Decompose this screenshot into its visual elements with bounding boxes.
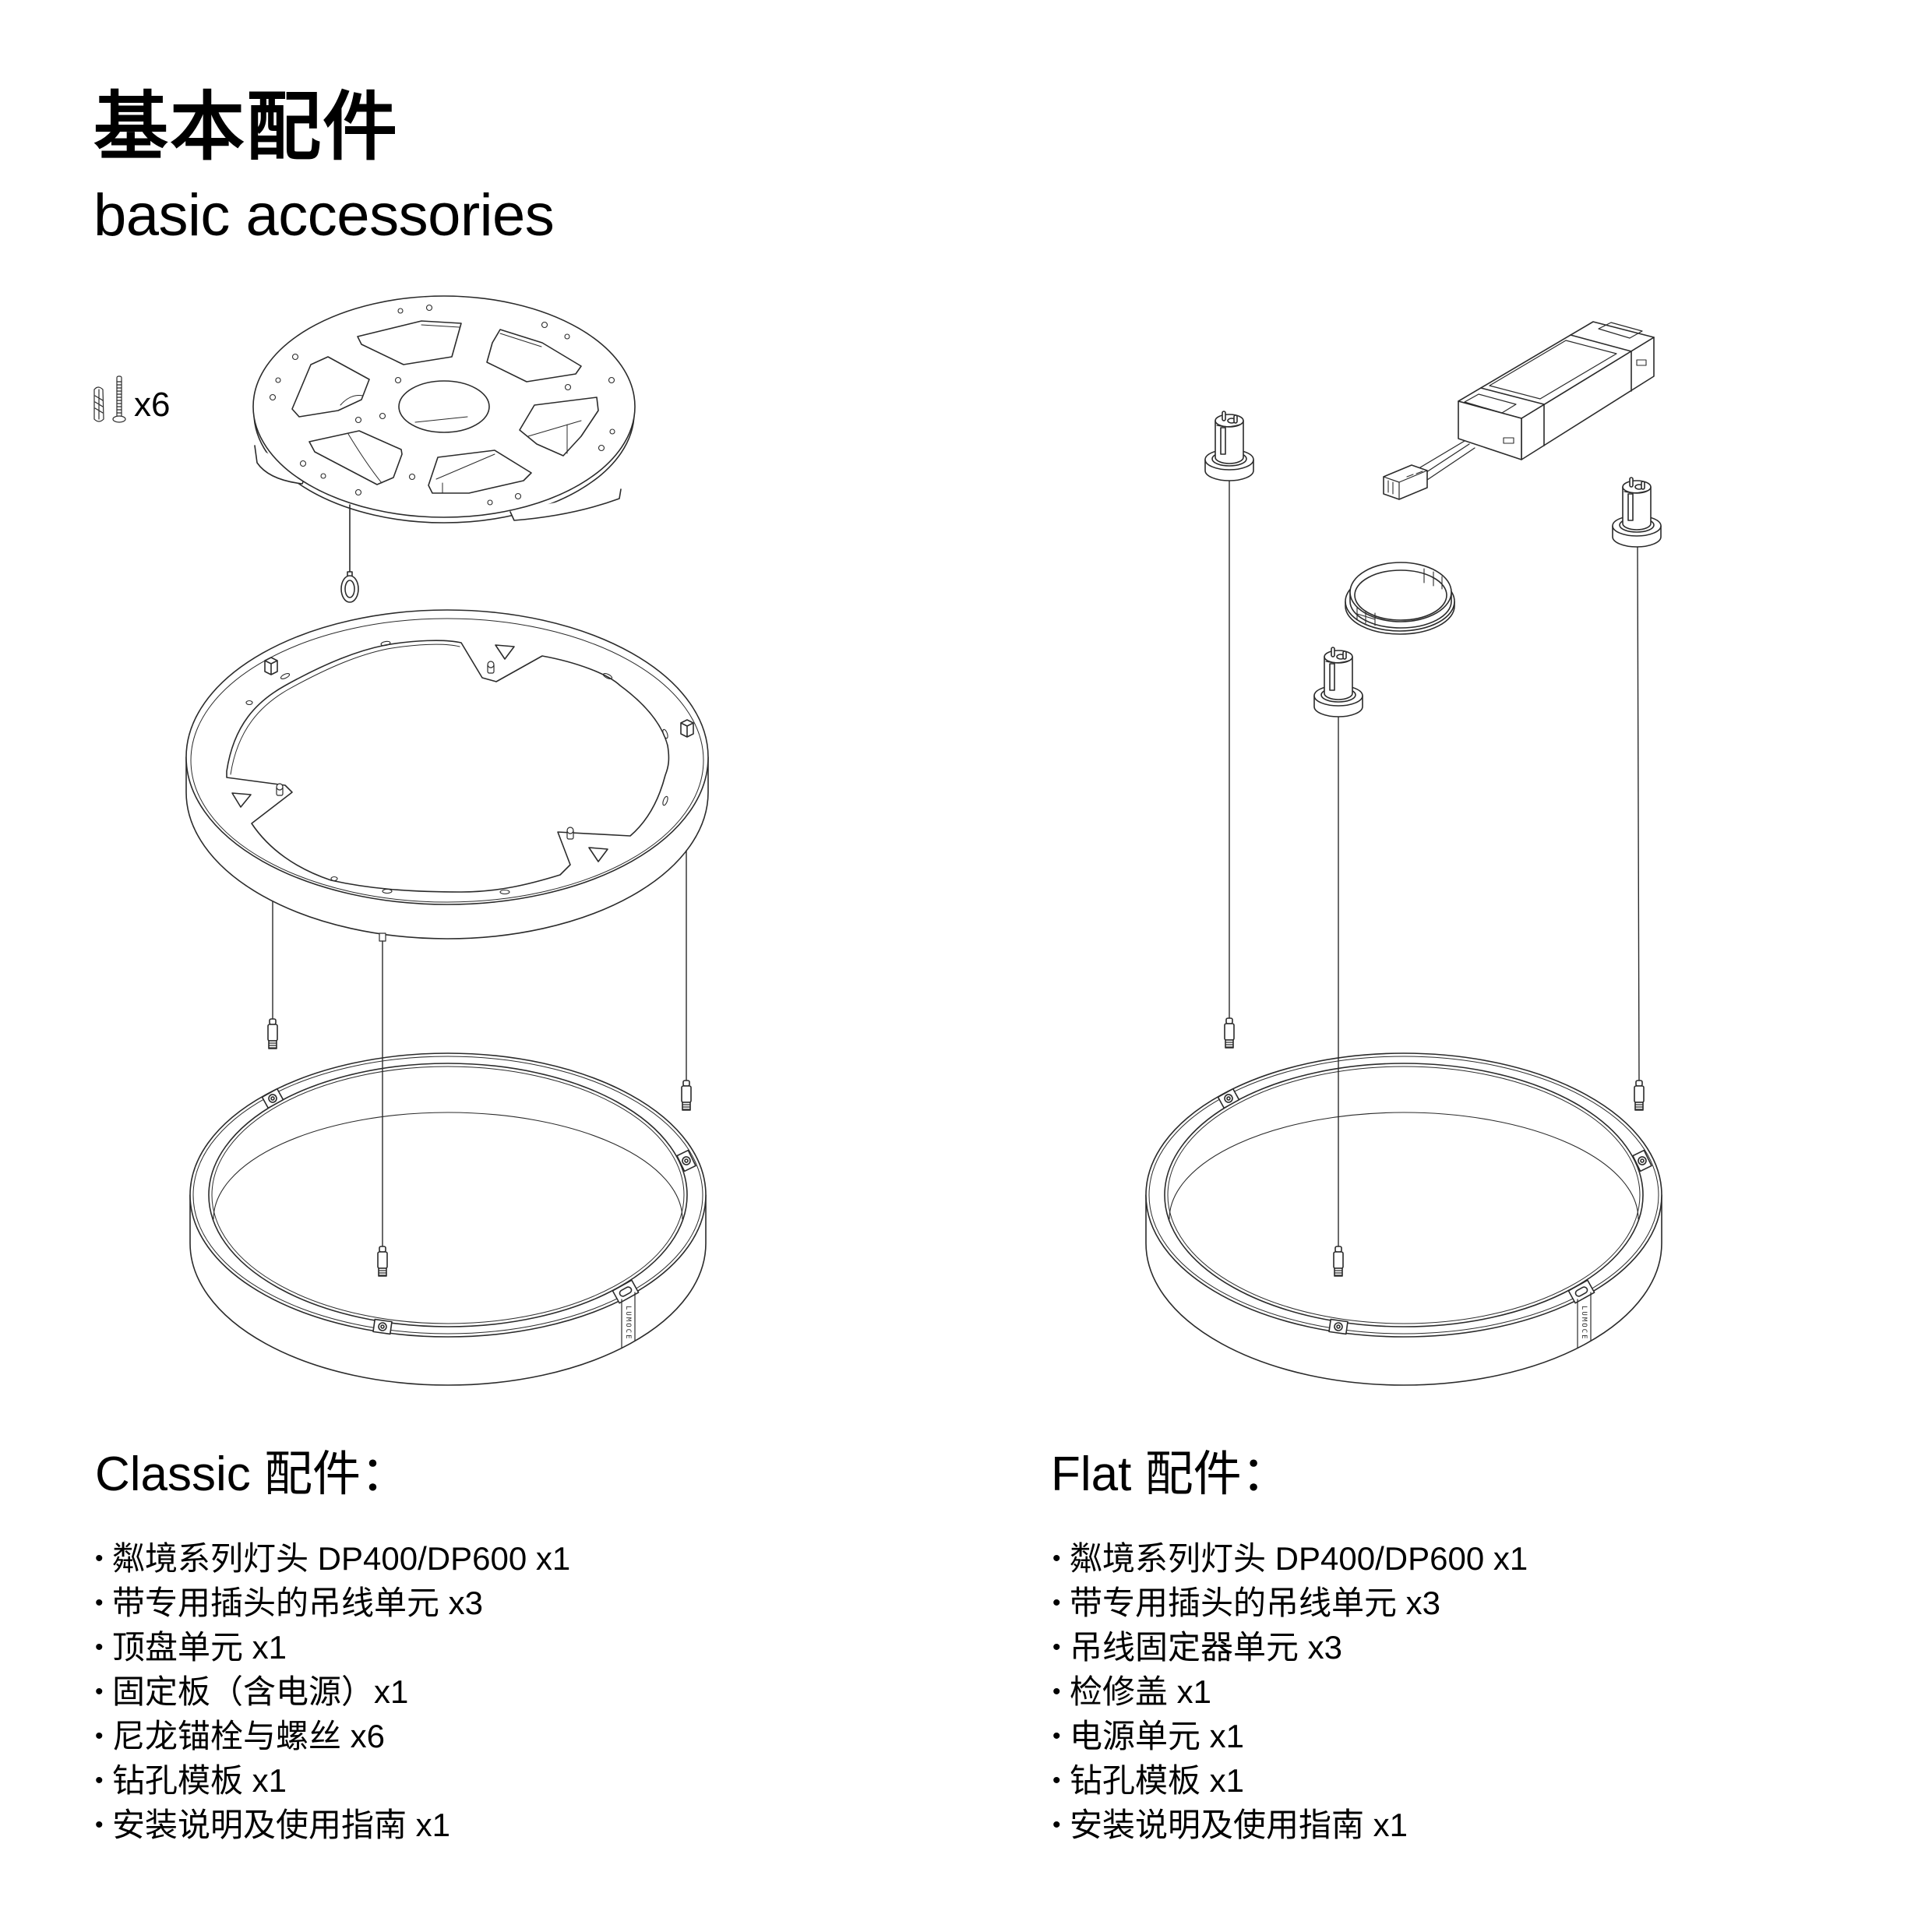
bullet: • xyxy=(95,1679,104,1705)
bullet: • xyxy=(1052,1723,1061,1749)
bullet: • xyxy=(1052,1812,1061,1838)
cable-plug-connector xyxy=(377,1246,388,1277)
list-item-text: 尼龙锚栓与螺丝 x6 xyxy=(112,1718,386,1754)
bullet: • xyxy=(95,1723,104,1749)
cable-holder xyxy=(1313,647,1363,717)
list-item: • 检修盖 x1 xyxy=(1052,1669,1528,1714)
cable-plug-connector xyxy=(267,1018,278,1049)
list-item: • 粼境系列灯头 DP400/DP600 x1 xyxy=(1052,1536,1528,1581)
list-item-text: 带专用插头的吊线单元 x3 xyxy=(1070,1585,1441,1621)
bullet: • xyxy=(1052,1679,1061,1705)
bullet: • xyxy=(95,1768,104,1793)
list-item-text: 吊线固定器单元 x3 xyxy=(1070,1629,1343,1666)
list-item: • 安装说明及使用指南 x1 xyxy=(95,1803,570,1847)
terminal-connector xyxy=(1383,464,1428,500)
list-item: • 顶盘单元 x1 xyxy=(95,1625,570,1669)
list-item: • 尼龙锚栓与螺丝 x6 xyxy=(95,1714,570,1758)
access-cover xyxy=(1345,562,1455,635)
lamp-ring-brand-mark: LUMOCE xyxy=(1580,1306,1588,1341)
classic-suspension-cables xyxy=(267,850,692,1277)
list-item-text: 安装说明及使用指南 x1 xyxy=(1070,1807,1408,1843)
cable-plug-connector xyxy=(1224,1017,1235,1049)
cable-holder xyxy=(1204,411,1254,481)
cable-holder xyxy=(1612,477,1662,548)
mounting-plate-ring-illustration xyxy=(185,609,709,942)
page-subtitle: basic accessories xyxy=(93,182,555,249)
list-item-text: 固定板（含电源）x1 xyxy=(112,1673,409,1710)
bullet: • xyxy=(1052,1546,1061,1571)
list-item-text: 钻孔模板 x1 xyxy=(1070,1762,1245,1799)
flat-accessory-list: • 粼境系列灯头 DP400/DP600 x1 • 带专用插头的吊线单元 x3 • 吊… xyxy=(1052,1536,1528,1847)
bullet: • xyxy=(1052,1634,1061,1660)
classic-accessory-list: • 粼境系列灯头 DP400/DP600 x1 • 带专用插头的吊线单元 x3 • 顶… xyxy=(95,1536,570,1847)
list-item: • 电源单元 x1 xyxy=(1052,1714,1528,1758)
cable-plug-connector xyxy=(1333,1246,1344,1277)
list-item-text: 钻孔模板 x1 xyxy=(112,1762,287,1799)
list-item-text: 电源单元 x1 xyxy=(1070,1718,1245,1754)
hardware-quantity: x6 xyxy=(134,386,171,424)
ceiling-plate-illustration xyxy=(252,295,636,524)
screw-icon xyxy=(112,375,126,423)
list-item-text: 检修盖 x1 xyxy=(1070,1673,1212,1710)
list-item-text: 带专用插头的吊线单元 x3 xyxy=(112,1585,484,1621)
list-item: • 带专用插头的吊线单元 x3 xyxy=(1052,1581,1528,1625)
bullet: • xyxy=(1052,1590,1061,1616)
list-item: • 带专用插头的吊线单元 x3 xyxy=(95,1581,570,1625)
list-item: • 安装说明及使用指南 x1 xyxy=(1052,1803,1528,1847)
classic-section-heading: Classic 配件： xyxy=(95,1447,410,1501)
cable-plug-connector xyxy=(681,1080,692,1111)
classic-lamp-ring-illustration: LUMOCE xyxy=(189,1052,707,1386)
power-supply-unit xyxy=(1416,321,1655,481)
list-item-text: 安装说明及使用指南 x1 xyxy=(112,1807,451,1843)
list-item: • 粼境系列灯头 DP400/DP600 x1 xyxy=(95,1536,570,1581)
bullet: • xyxy=(1052,1768,1061,1793)
list-item-text: 顶盘单元 x1 xyxy=(112,1629,287,1666)
list-item: • 钻孔模板 x1 xyxy=(95,1758,570,1803)
list-item: • 钻孔模板 x1 xyxy=(1052,1758,1528,1803)
bullet: • xyxy=(95,1634,104,1660)
eye-hook-cable xyxy=(340,504,359,603)
page-title: 基本配件 xyxy=(93,86,399,169)
lamp-ring-brand-mark: LUMOCE xyxy=(624,1306,632,1341)
list-item-text: 粼境系列灯头 DP400/DP600 x1 xyxy=(1070,1540,1528,1577)
flat-suspension-cables xyxy=(1204,411,1662,1277)
bullet: • xyxy=(95,1812,104,1838)
list-item: • 吊线固定器单元 x3 xyxy=(1052,1625,1528,1669)
list-item: • 固定板（含电源）x1 xyxy=(95,1669,570,1714)
bullet: • xyxy=(95,1590,104,1616)
bullet: • xyxy=(95,1546,104,1571)
flat-lamp-ring-illustration: LUMOCE xyxy=(1145,1052,1662,1386)
list-item-text: 粼境系列灯头 DP400/DP600 x1 xyxy=(112,1540,571,1577)
nylon-anchor-icon xyxy=(93,386,104,422)
cable-plug-connector xyxy=(1634,1080,1645,1111)
flat-section-heading: Flat 配件： xyxy=(1051,1447,1290,1501)
